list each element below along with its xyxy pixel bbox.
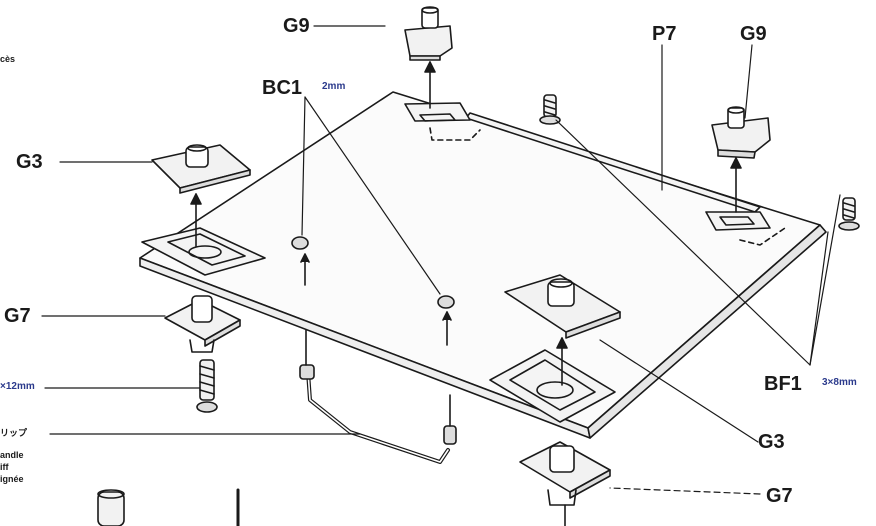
leader-lines (41, 25, 841, 495)
nut-bc1-left (291, 236, 310, 286)
label-p7: P7 (652, 23, 677, 45)
label-g9-left: G9 (283, 15, 310, 37)
nut-bc1-right (437, 295, 455, 346)
clip-g7-left (164, 295, 241, 353)
side-text-handle-2: iff (0, 462, 9, 472)
label-bf1: BF1 (764, 373, 802, 395)
label-bf1-size: 3×8mm (822, 377, 857, 388)
clip-g3-right (504, 274, 621, 339)
label-g3-left: G3 (16, 151, 43, 173)
side-text-screw-size: ×12mm (0, 381, 35, 392)
label-bc1: BC1 (262, 77, 303, 99)
label-g3-right: G3 (758, 431, 785, 453)
screw-bf1-right (838, 197, 860, 231)
label-bc1-size: 2mm (322, 81, 346, 92)
side-text-handle-3: ignée (0, 474, 24, 484)
handle-grip (299, 329, 457, 464)
pin-part (97, 488, 240, 526)
side-text-handle-jp: リップ (0, 428, 28, 438)
clip-g9-right (711, 106, 771, 159)
screw-12mm (196, 359, 218, 413)
label-g7-left: G7 (4, 305, 31, 327)
label-g9-right: G9 (740, 23, 767, 45)
clip-g9-left (404, 6, 453, 61)
screw-bf1-top (539, 94, 561, 125)
side-text-top-left: cès (0, 54, 16, 64)
clip-g3-left (151, 144, 251, 194)
clip-g7-right (519, 441, 611, 526)
label-g7-right: G7 (766, 485, 793, 507)
side-text-handle-1: andle (0, 450, 24, 460)
plate-p7 (139, 91, 827, 439)
assembly-arrows (190, 61, 742, 386)
